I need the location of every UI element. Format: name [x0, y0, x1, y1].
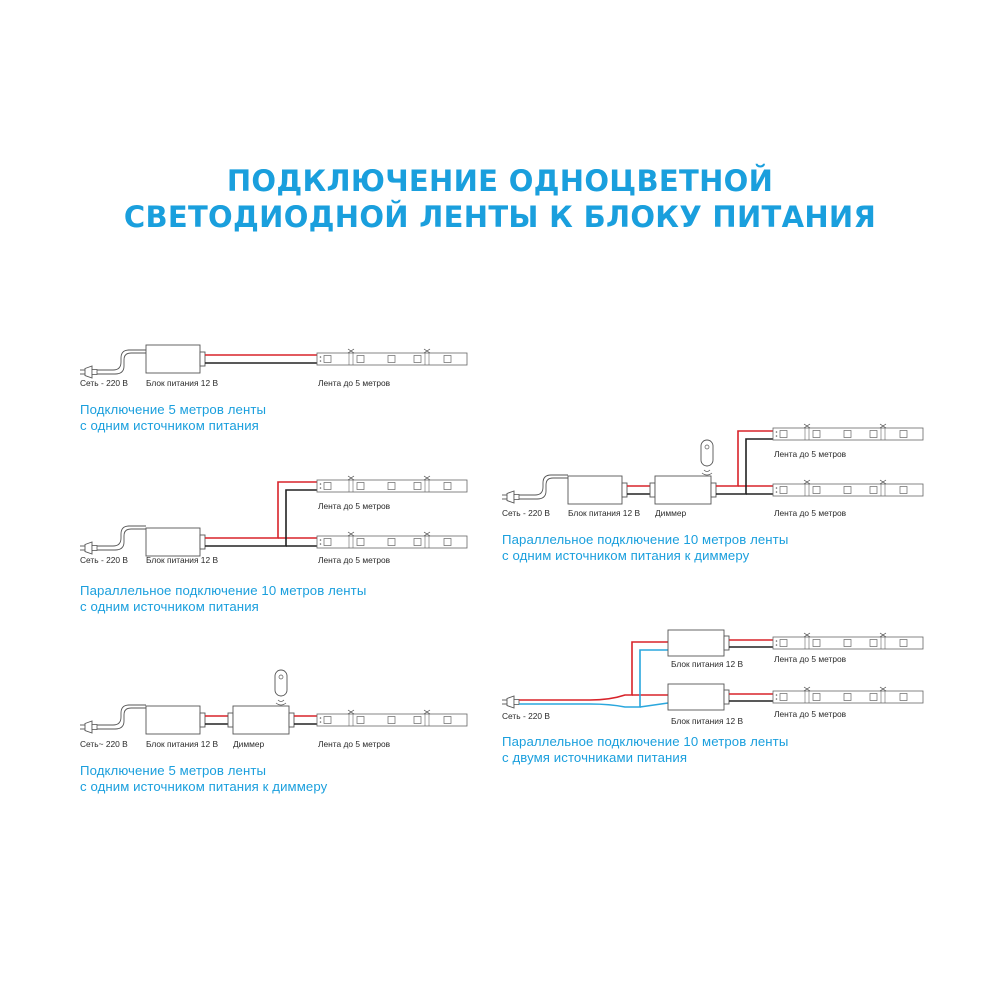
caption-diagram-3: Подключение 5 метров ленты с одним источ… — [80, 763, 327, 795]
diagram-1: Сеть - 220 В Блок питания 12 В Лента до … — [79, 344, 468, 388]
diagram-4: Лента до 5 метров Сеть - 220 В Блок пита… — [501, 423, 924, 518]
strip-label: Лента до 5 метров — [774, 709, 847, 719]
mains-label: Сеть - 220 В — [80, 378, 128, 388]
strip-label: Лента до 5 метров — [774, 449, 847, 459]
led-strip — [316, 348, 468, 366]
led-strip — [772, 479, 924, 497]
strip-label: Лента до 5 метров — [774, 508, 847, 518]
wire-mains-1 — [519, 641, 668, 701]
wire-positive — [205, 481, 317, 539]
led-strip — [316, 475, 468, 493]
mains-label: Сеть - 220 В — [80, 555, 128, 565]
psu-label: Блок питания 12 В — [671, 659, 743, 669]
page-title: ПОДКЛЮЧЕНИЕ ОДНОЦВЕТНОЙ СВЕТОДИОДНОЙ ЛЕН… — [0, 163, 1000, 235]
caption-diagram-5: Параллельное подключение 10 метров ленты… — [502, 734, 788, 766]
caption-line: с одним источником питания — [80, 599, 259, 614]
psu-label: Блок питания 12 В — [146, 739, 218, 749]
strip-label: Лента до 5 метров — [318, 555, 391, 565]
dimmer-label: Диммер — [233, 739, 265, 749]
strip-label: Лента до 5 метров — [318, 378, 391, 388]
caption-line: с одним источником питания — [80, 418, 259, 433]
dimmer-box — [654, 475, 712, 505]
caption-line: Подключение 5 метров ленты — [80, 402, 267, 417]
wire-negative — [716, 438, 773, 495]
remote-control-icon — [700, 439, 714, 476]
psu-label: Блок питания 12 В — [568, 508, 640, 518]
plug-icon — [501, 490, 520, 504]
led-strip — [772, 686, 924, 704]
caption-line: Подключение 5 метров ленты — [80, 763, 267, 778]
caption-line: Параллельное подключение 10 метров ленты — [502, 734, 789, 749]
diagram-2: Лента до 5 метров Сеть - 220 В Блок пита… — [79, 475, 468, 565]
diagram-5: Блок питания 12 В Лента до 5 метров Сеть… — [501, 629, 924, 726]
led-strip — [316, 531, 468, 549]
remote-control-icon — [274, 669, 288, 706]
title-line-2: СВЕТОДИОДНОЙ ЛЕНТЫ К БЛОКУ ПИТАНИЯ — [123, 200, 877, 234]
power-supply-box — [145, 527, 201, 557]
caption-line: с двумя источниками питания — [502, 750, 688, 765]
dimmer-label: Диммер — [655, 508, 687, 518]
strip-label: Лента до 5 метров — [318, 501, 391, 511]
caption-diagram-1: Подключение 5 метров ленты с одним источ… — [80, 402, 266, 434]
wire-negative — [205, 489, 317, 547]
plug-icon — [79, 541, 98, 555]
mains-label: Сеть - 220 В — [502, 508, 550, 518]
power-supply-box — [567, 475, 623, 505]
plug-icon — [79, 720, 98, 734]
led-strip — [772, 632, 924, 650]
led-strip — [772, 423, 924, 441]
caption-diagram-4: Параллельное подключение 10 метров ленты… — [502, 532, 788, 564]
psu-label: Блок питания 12 В — [671, 716, 743, 726]
wire-positive — [716, 430, 773, 487]
psu-label: Блок питания 12 В — [146, 555, 218, 565]
power-supply-box-2 — [667, 683, 725, 711]
power-supply-box-1 — [667, 629, 725, 657]
title-line-1: ПОДКЛЮЧЕНИЕ ОДНОЦВЕТНОЙ — [226, 164, 774, 198]
power-supply-box — [145, 705, 201, 735]
strip-label: Лента до 5 метров — [774, 654, 847, 664]
caption-line: Параллельное подключение 10 метров ленты — [80, 583, 367, 598]
mains-label: Сеть - 220 В — [502, 711, 550, 721]
diagram-3: Сеть~ 220 В Блок питания 12 В Диммер Лен… — [79, 669, 468, 749]
dimmer-box — [232, 705, 290, 735]
wire-mains-2 — [519, 649, 668, 708]
caption-line: с одним источником питания к диммеру — [502, 548, 750, 563]
caption-diagram-2: Параллельное подключение 10 метров ленты… — [80, 583, 366, 615]
psu-label: Блок питания 12 В — [146, 378, 218, 388]
caption-line: с одним источником питания к диммеру — [80, 779, 328, 794]
plug-icon — [79, 365, 98, 379]
power-supply-box — [145, 344, 201, 374]
mains-label: Сеть~ 220 В — [80, 739, 128, 749]
strip-label: Лента до 5 метров — [318, 739, 391, 749]
caption-line: Параллельное подключение 10 метров ленты — [502, 532, 789, 547]
plug-icon — [501, 695, 520, 709]
led-strip — [316, 709, 468, 727]
